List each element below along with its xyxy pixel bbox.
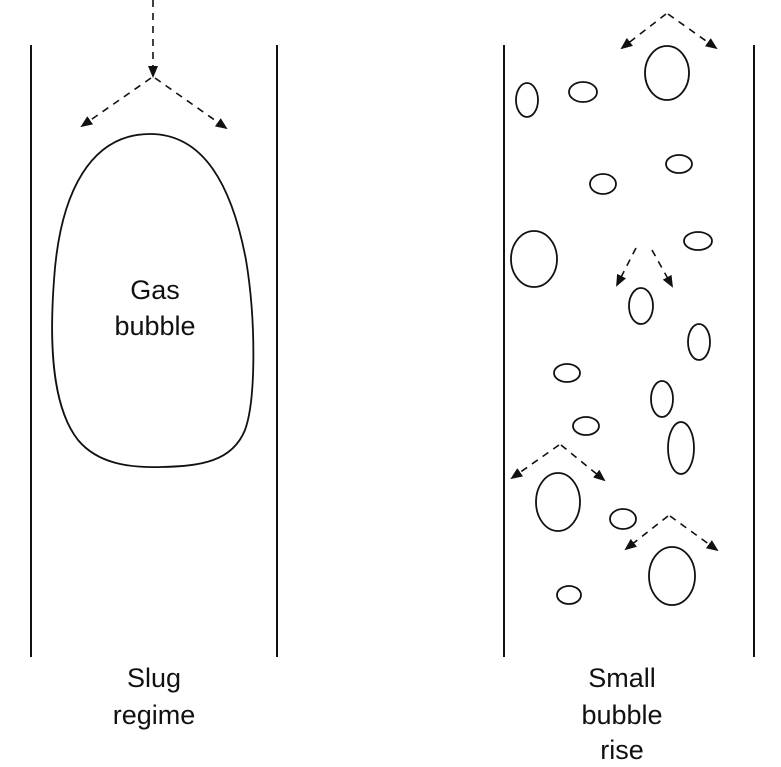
small-bubble <box>667 421 695 475</box>
deflection-arrow-right <box>560 444 606 482</box>
gas-bubble-shape <box>51 133 255 469</box>
small-bubble <box>535 472 581 532</box>
small-bubble-caption-line1: Small <box>588 663 656 693</box>
small-bubble <box>589 173 617 195</box>
small-bubble <box>687 323 711 361</box>
small-bubble <box>515 82 539 118</box>
small-bubble <box>648 546 696 606</box>
small-bubble <box>556 585 582 605</box>
deflection-arrow-right <box>154 77 228 130</box>
small-bubble <box>628 287 654 325</box>
slug-regime-caption-line2: regime <box>113 700 196 730</box>
small-bubble <box>644 45 690 101</box>
slug-regime-panel: Gas bubble Slug regime <box>30 0 278 730</box>
small-bubble <box>650 380 674 418</box>
deflection-arrow-left <box>620 13 667 50</box>
small-bubble-caption-line3: rise <box>600 735 644 765</box>
slug-regime-caption-line1: Slug <box>127 663 181 693</box>
deflection-arrow-left <box>510 444 560 480</box>
small-bubble <box>609 508 637 530</box>
deflection-arrow-left <box>80 77 152 128</box>
small-bubble <box>568 81 598 103</box>
small-bubble-rise-panel: Small bubble rise <box>503 13 755 765</box>
small-bubble <box>665 154 693 174</box>
deflection-arrow-left <box>616 247 637 287</box>
deflection-arrow-right <box>669 515 719 552</box>
gas-bubble-label-line2: bubble <box>114 311 195 341</box>
gas-bubble-label-line1: Gas <box>130 275 180 305</box>
deflection-arrow-left <box>624 515 669 551</box>
deflection-arrow-right <box>651 249 673 288</box>
small-bubble <box>683 231 713 251</box>
small-bubble <box>572 416 600 436</box>
small-bubble <box>510 230 558 288</box>
small-bubble-caption-line2: bubble <box>581 700 662 730</box>
small-bubble <box>553 363 581 383</box>
deflection-arrow-right <box>667 13 718 50</box>
